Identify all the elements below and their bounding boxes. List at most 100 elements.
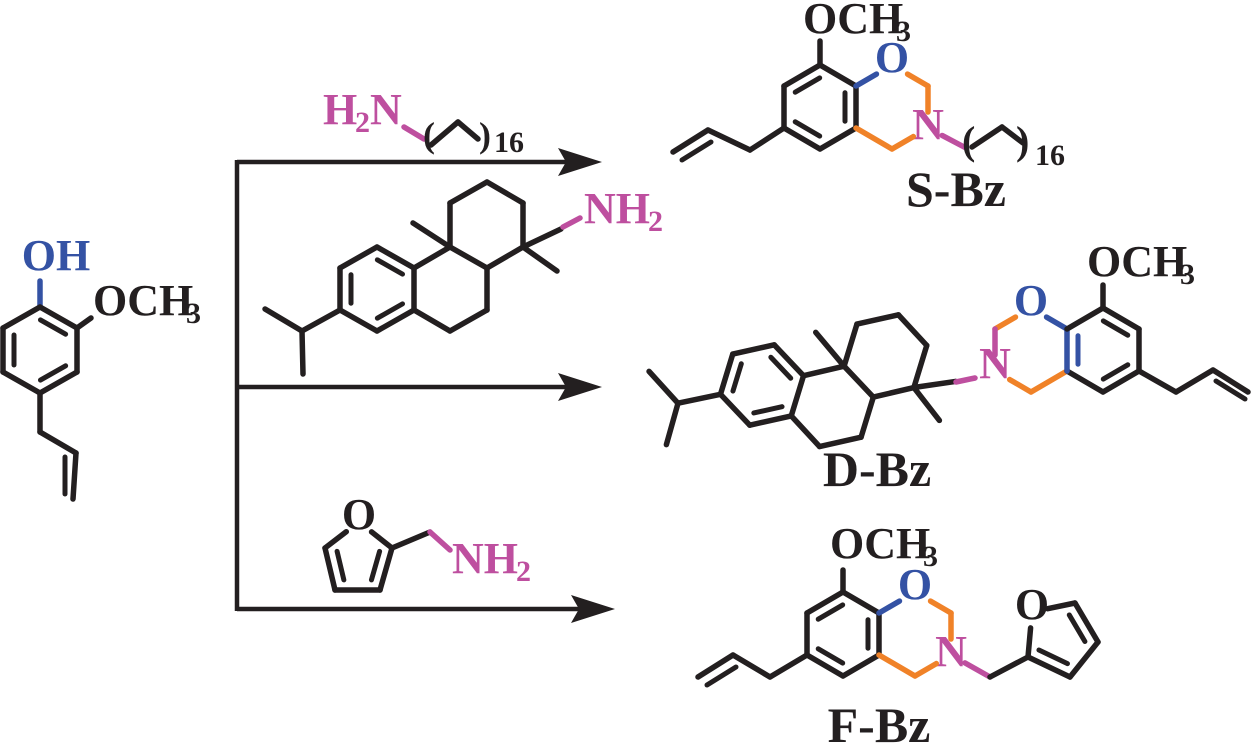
bond — [889, 133, 917, 152]
ring-o-label: O — [875, 33, 909, 82]
n-c-bond — [401, 124, 427, 142]
amine-h: H — [323, 85, 357, 134]
reagent-furfurylamine: O NH 2 — [322, 490, 531, 593]
bond — [804, 652, 846, 679]
bond — [876, 652, 918, 679]
bond — [927, 598, 954, 616]
bond — [389, 529, 433, 551]
bond — [37, 304, 80, 331]
reagent-dehydroabietylamine: NH 2 — [265, 182, 663, 374]
paren-open: ( — [962, 118, 975, 163]
methoxy-sub: 3 — [896, 15, 911, 48]
bond — [455, 119, 481, 142]
bond — [334, 548, 347, 583]
bond — [1025, 654, 1073, 680]
amine-n: N — [370, 85, 402, 134]
bond — [0, 304, 43, 331]
bond — [840, 589, 882, 616]
bond — [840, 652, 882, 679]
bond — [815, 602, 846, 622]
paren-close: ) — [479, 115, 491, 155]
bond — [992, 314, 1019, 332]
bond — [322, 545, 338, 593]
n-c-bond — [962, 660, 993, 680]
bond — [781, 125, 823, 152]
bond — [1136, 368, 1179, 395]
bond — [1036, 647, 1070, 667]
product-name: S-Bz — [906, 161, 1006, 217]
bond — [876, 598, 903, 616]
repeat-16: 16 — [494, 126, 524, 159]
amine-nh: NH — [584, 184, 650, 233]
arrow-bottom-head — [571, 595, 615, 623]
bond — [904, 71, 931, 89]
bond — [0, 369, 43, 396]
bond — [368, 548, 383, 583]
repeat-16: 16 — [1035, 139, 1065, 172]
bond — [377, 545, 395, 593]
bond — [705, 127, 753, 153]
arrow-top-head — [558, 148, 602, 176]
amine-nh-sub: 2 — [516, 555, 531, 588]
bond — [1064, 368, 1106, 395]
paren-close: ) — [1016, 118, 1029, 163]
product-name: D-Bz — [823, 441, 931, 497]
bond — [1006, 376, 1034, 395]
c-n-bond — [953, 375, 978, 385]
bond — [37, 363, 69, 383]
bond — [1028, 368, 1070, 395]
product-name: F-Bz — [828, 697, 931, 749]
c-nh2-bond — [560, 215, 583, 230]
bond — [1066, 612, 1088, 644]
bond — [1043, 314, 1070, 332]
n-chain-bond — [939, 132, 969, 151]
bond — [1100, 368, 1142, 395]
amine-h-sub: 2 — [355, 106, 370, 139]
bond — [815, 646, 846, 666]
bond — [679, 139, 714, 163]
bond — [730, 652, 773, 680]
bond — [670, 127, 711, 155]
amine-nh-sub: 2 — [648, 205, 663, 238]
bond — [781, 62, 823, 89]
bond — [1025, 625, 1034, 660]
bond — [817, 62, 859, 89]
ring-o-label: O — [898, 560, 932, 609]
molecule-eugenol: OH OCH 3 — [0, 231, 201, 502]
arrow-middle-head — [558, 373, 602, 401]
bond — [792, 119, 823, 139]
bond — [912, 660, 940, 679]
bond — [1067, 639, 1101, 680]
methoxy-label: OCH — [1087, 237, 1187, 286]
product-d-bz: N O OCH 3 D-Bz — [630, 237, 1251, 520]
c-nh2-bond — [427, 529, 453, 553]
bond — [1100, 318, 1131, 338]
bond — [853, 125, 895, 152]
bond — [1210, 367, 1251, 395]
bond — [368, 529, 395, 551]
bond — [1072, 600, 1101, 645]
bond — [1064, 305, 1106, 332]
bond — [704, 664, 739, 688]
furan-o-label: O — [1015, 580, 1049, 629]
methoxy-label: OCH — [803, 0, 903, 43]
bond — [767, 652, 810, 680]
dehydroabietyl-skeleton-use — [265, 182, 561, 374]
product-f-bz: OCH 3 O N O F-Bz — [695, 519, 1101, 749]
bond — [1213, 378, 1248, 402]
methoxy-label: OCH — [830, 519, 930, 568]
bond — [999, 124, 1026, 146]
bond — [1173, 367, 1216, 395]
paren-open: ( — [423, 115, 435, 155]
bond — [37, 369, 80, 396]
bond — [792, 75, 823, 95]
methoxy-label: OCH — [93, 276, 193, 325]
reagent-octadecylamine: H 2 N ( ) 16 — [323, 85, 524, 159]
bond — [987, 654, 1031, 680]
methoxy-sub: 3 — [186, 297, 201, 330]
reaction-arrows — [234, 148, 615, 623]
bond — [853, 71, 880, 89]
bond — [322, 528, 350, 551]
